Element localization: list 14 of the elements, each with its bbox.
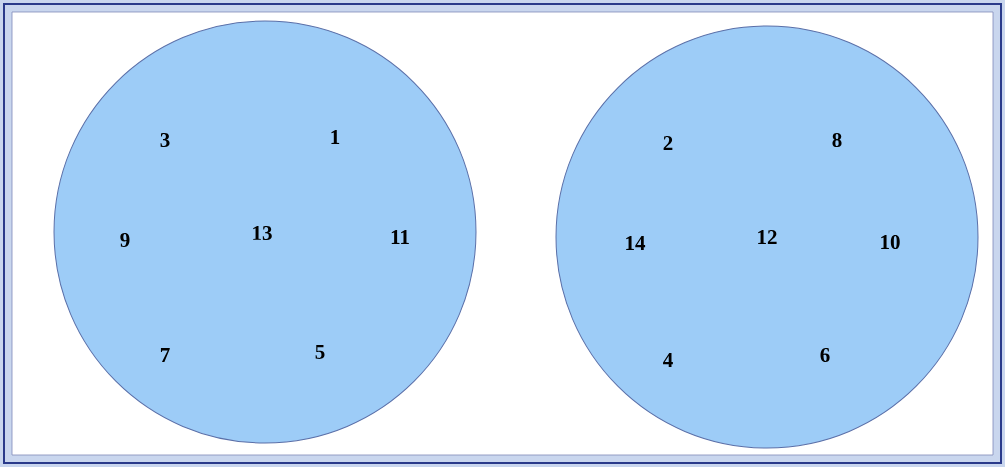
number-label: 12: [758, 230, 777, 244]
number-label: 13: [253, 225, 272, 241]
number-label: 4: [663, 353, 673, 367]
number-label: 10: [881, 234, 900, 250]
number-label: 6: [820, 347, 830, 363]
number-label: 5: [315, 345, 325, 359]
number-label: 3: [160, 132, 170, 148]
number-label: 14: [626, 236, 646, 250]
number-label: 8: [832, 132, 842, 148]
number-label: 7: [160, 348, 170, 362]
number-label: 1: [331, 130, 340, 144]
number-label: 9: [120, 232, 130, 248]
number-label: 2: [663, 136, 673, 150]
number-label: 11: [391, 230, 409, 244]
